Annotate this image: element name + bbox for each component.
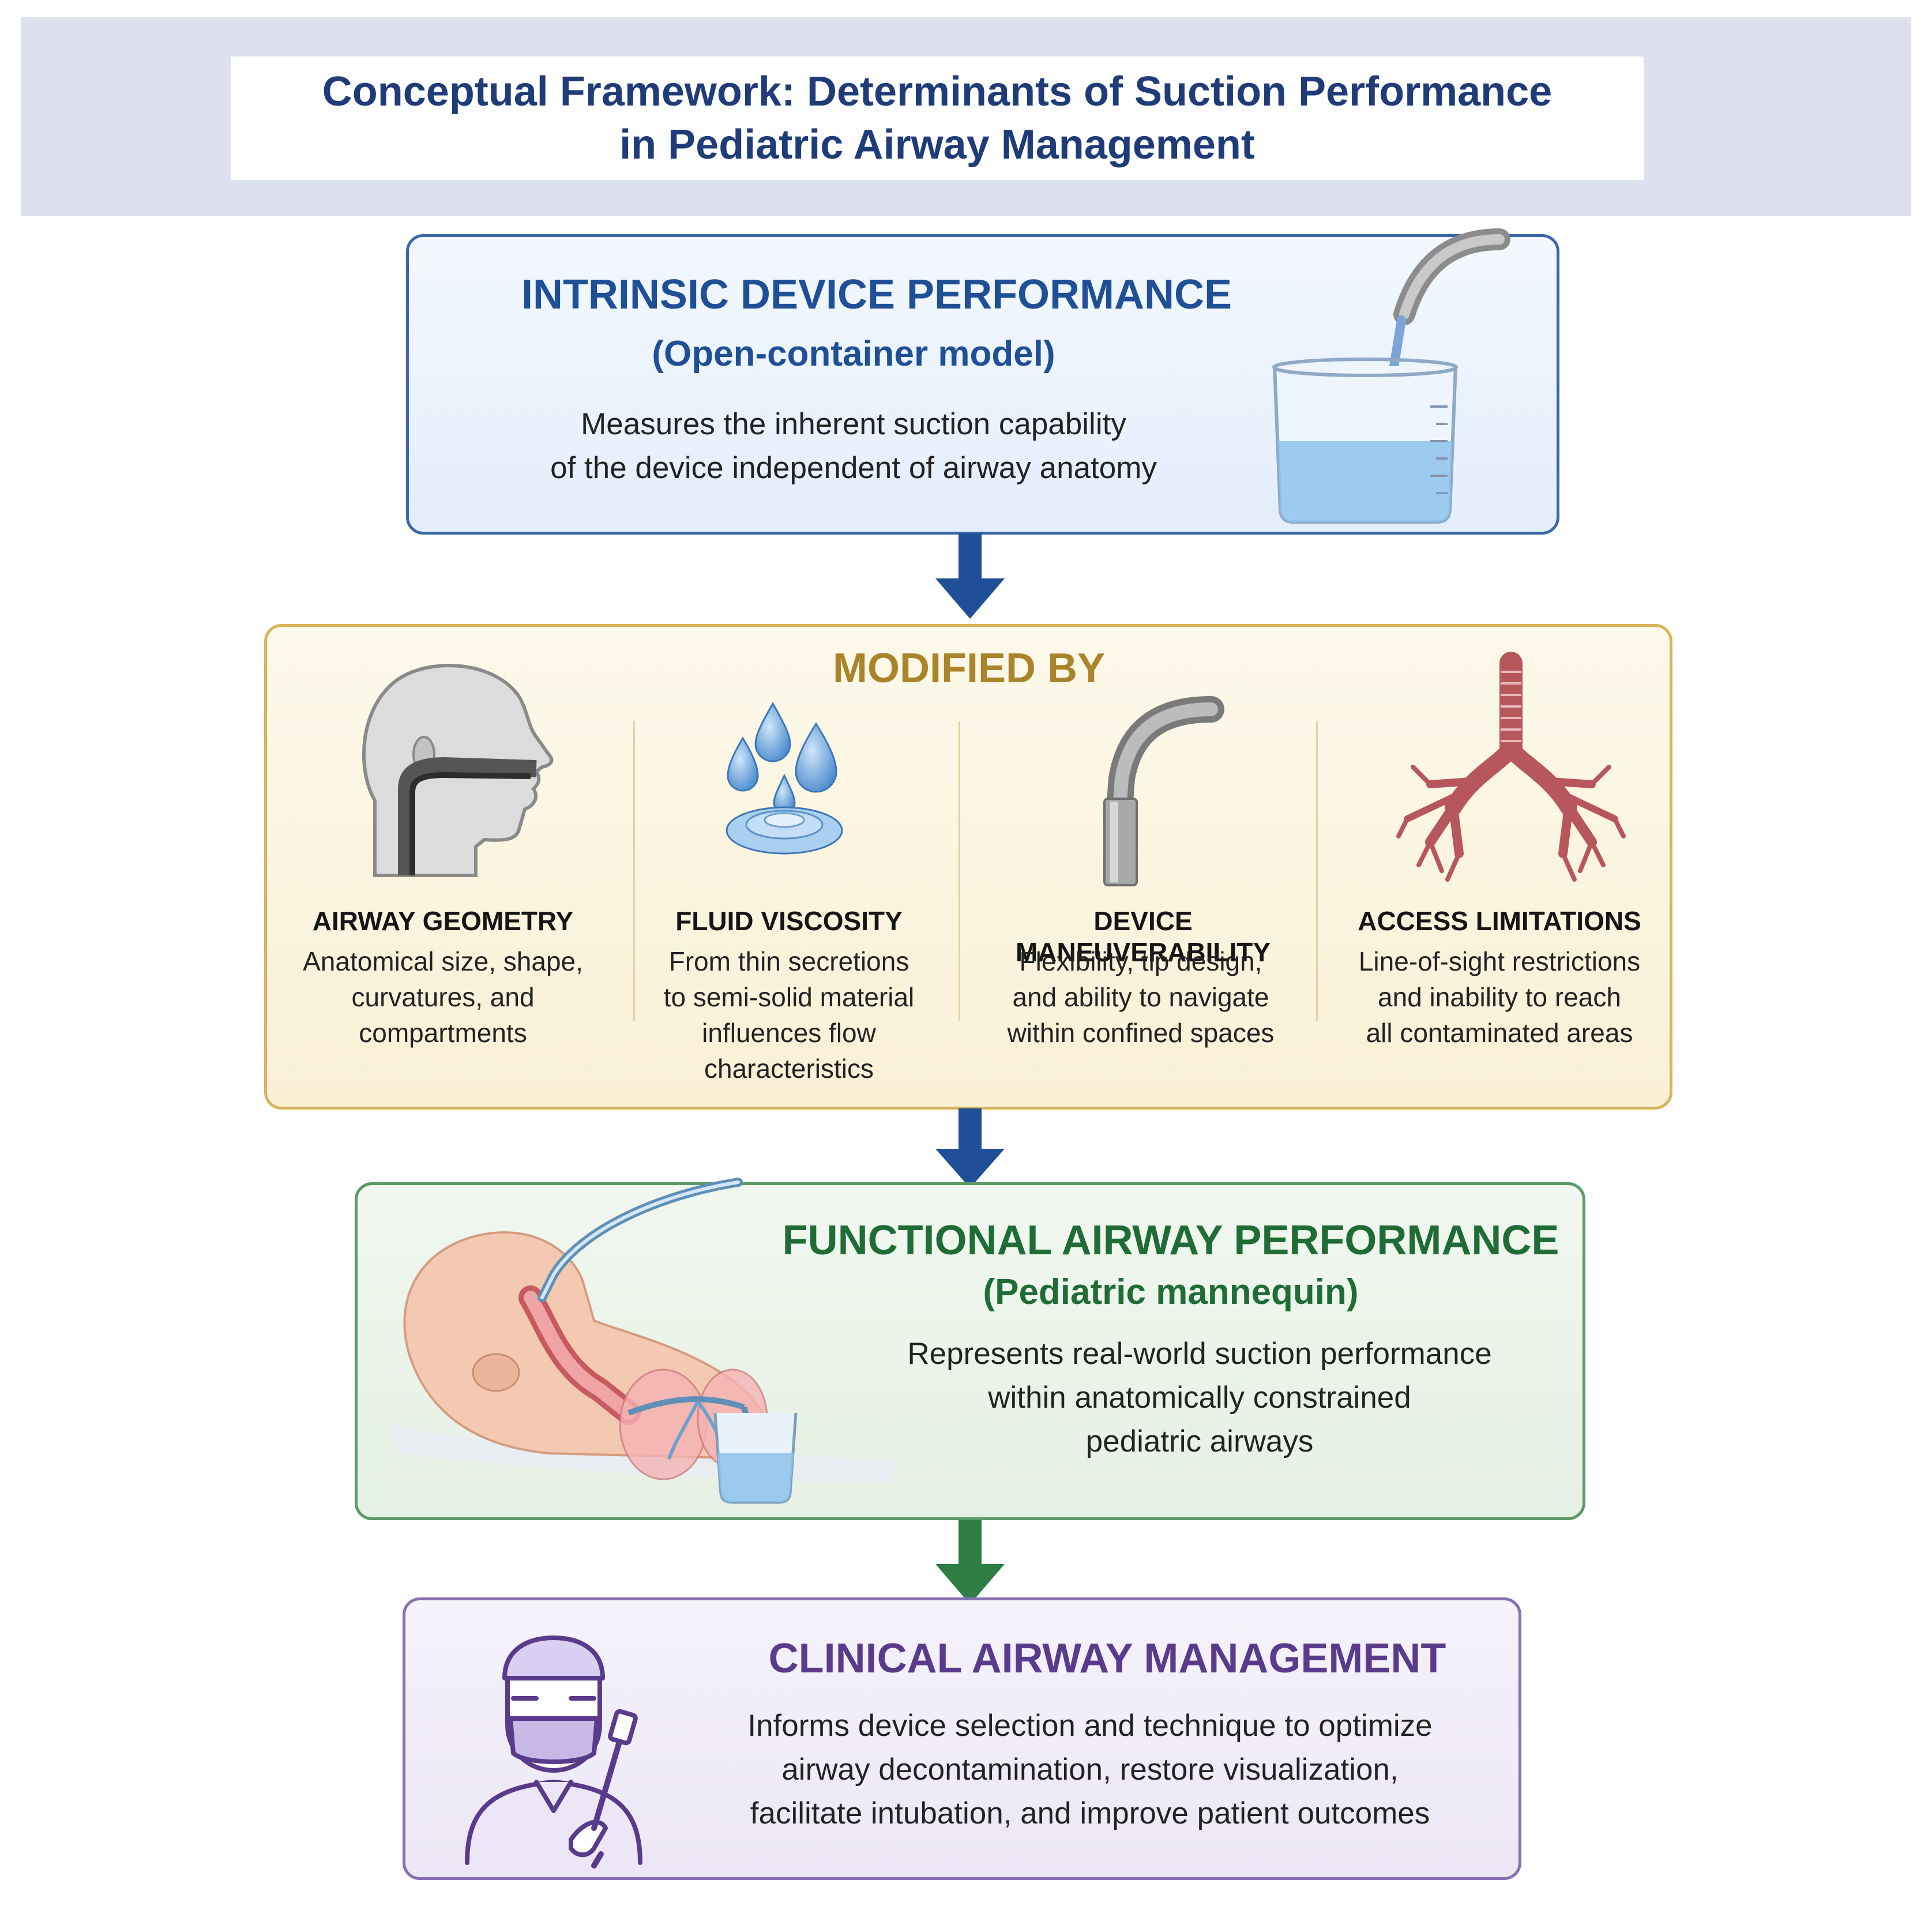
clinical-line-3: facilitate intubation, and improve patie…: [750, 1796, 1430, 1830]
functional-line-2: within anatomically constrained: [988, 1381, 1411, 1415]
column-divider: [633, 721, 635, 1021]
suction-tip-icon: [1103, 696, 1224, 886]
arrow-down-icon: [935, 533, 1005, 619]
functional-subheading: (Pediatric mannequin): [983, 1272, 1359, 1312]
factor-line: characteristics: [704, 1054, 874, 1084]
factor-line: within confined spaces: [1007, 1018, 1275, 1048]
head-profile-icon: [362, 664, 554, 877]
functional-line-1: Represents real-world suction performanc…: [907, 1337, 1492, 1371]
functional-heading: FUNCTIONAL AIRWAY PERFORMANCE: [782, 1217, 1559, 1264]
title-line-1: Conceptual Framework: Determinants of Su…: [322, 69, 1553, 115]
clinician-icon: [465, 1635, 642, 1868]
factor-title-fluid-viscosity: FLUID VISCOSITY: [675, 906, 903, 936]
factor-desc-fluid-viscosity: From thin secretions to semi-solid mater…: [616, 943, 962, 1086]
arrow-down-icon: [935, 1108, 1005, 1188]
bronchial-tree-icon: [1396, 652, 1626, 882]
intrinsic-line-1: Measures the inherent suction capability: [581, 407, 1126, 441]
arrow-down-icon: [935, 1520, 1005, 1604]
factor-line: compartments: [359, 1018, 527, 1048]
factor-line: Line-of-sight restrictions: [1358, 946, 1641, 976]
intrinsic-subheading: (Open-container model): [652, 334, 1055, 374]
factor-line: all contaminated areas: [1366, 1018, 1633, 1048]
intrinsic-line-2: of the device independent of airway anat…: [550, 451, 1157, 485]
intrinsic-heading: INTRINSIC DEVICE PERFORMANCE: [521, 272, 1232, 318]
factor-title-access-limitations: ACCESS LIMITATIONS: [1358, 906, 1641, 936]
pediatric-mannequin-icon: [386, 1178, 894, 1504]
title-line-2: in Pediatric Airway Management: [619, 122, 1255, 168]
factor-line: and ability to navigate: [1012, 982, 1269, 1012]
factor-line: to semi-solid material: [663, 982, 915, 1012]
factor-line: From thin secretions: [668, 946, 909, 976]
functional-description: Represents real-world suction performanc…: [830, 1332, 1569, 1464]
functional-line-3: pediatric airways: [1085, 1424, 1314, 1458]
factor-desc-access-limitations: Line-of-sight restrictions and inability…: [1326, 943, 1672, 1051]
clinical-line-2: airway decontamination, restore visualiz…: [781, 1753, 1399, 1787]
factor-desc-device-maneuverability: Flexibility, tip design, and ability to …: [962, 943, 1320, 1051]
factor-title-device-maneuverability: DEVICE MANEUVERABILITY: [1015, 906, 1271, 967]
factor-line: and inability to reach: [1378, 982, 1621, 1012]
page-title: Conceptual Framework: Determinants of Su…: [322, 65, 1552, 171]
clinical-line-1: Informs device selection and technique t…: [747, 1709, 1433, 1743]
factor-line: curvatures, and: [351, 982, 535, 1012]
intrinsic-description: Measures the inherent suction capability…: [450, 403, 1257, 490]
beaker-suction-icon: [1272, 228, 1510, 524]
factor-title-airway-geometry: AIRWAY GEOMETRY: [312, 906, 574, 936]
factor-line: Flexibility, tip design,: [1019, 946, 1262, 976]
factor-desc-airway-geometry: Anatomical size, shape, curvatures, and …: [270, 943, 616, 1051]
column-divider: [959, 721, 960, 1021]
factor-line: Anatomical size, shape,: [303, 946, 583, 976]
column-divider: [1316, 721, 1318, 1021]
title-box: Conceptual Framework: Determinants of Su…: [231, 57, 1644, 180]
modified-heading: MODIFIED BY: [832, 645, 1105, 691]
clinical-description: Informs device selection and technique t…: [681, 1704, 1499, 1836]
factor-line: influences flow: [702, 1018, 876, 1048]
fluid-droplets-icon: [726, 701, 843, 855]
clinical-heading: CLINICAL AIRWAY MANAGEMENT: [768, 1635, 1446, 1682]
